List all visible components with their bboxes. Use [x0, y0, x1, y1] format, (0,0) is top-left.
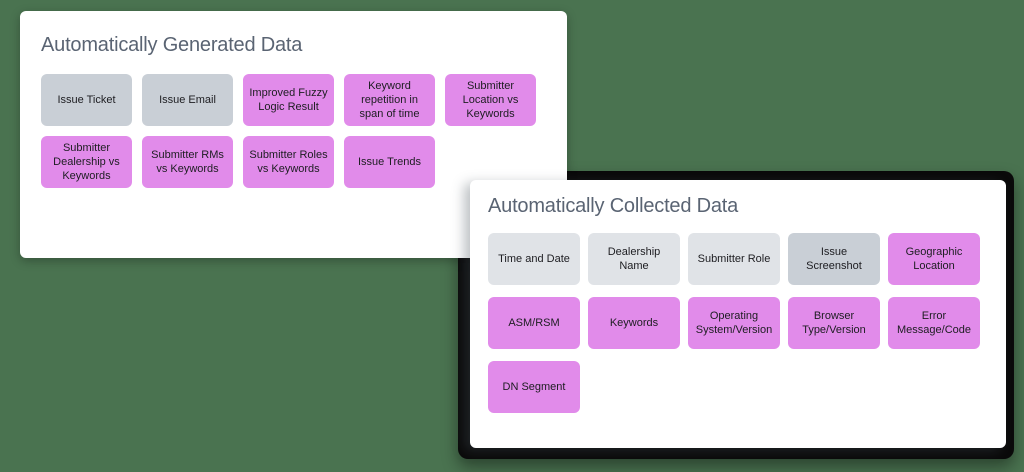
- data-chip: Browser Type/Version: [788, 297, 880, 349]
- data-chip: Keywords: [588, 297, 680, 349]
- data-chip: Error Message/Code: [888, 297, 980, 349]
- collected-data-card: Automatically Collected Data Time and Da…: [470, 180, 1006, 448]
- data-chip: Issue Trends: [344, 136, 435, 188]
- data-chip: Dealership Name: [588, 233, 680, 285]
- data-chip: Issue Ticket: [41, 74, 132, 126]
- data-chip: Submitter RMs vs Keywords: [142, 136, 233, 188]
- data-chip: Keyword repetition in span of time: [344, 74, 435, 126]
- data-chip: Submitter Roles vs Keywords: [243, 136, 334, 188]
- data-chip: Operating System/Version: [688, 297, 780, 349]
- data-chip: ASM/RSM: [488, 297, 580, 349]
- data-chip: DN Segment: [488, 361, 580, 413]
- data-chip: Geographic Location: [888, 233, 980, 285]
- data-chip: Submitter Location vs Keywords: [445, 74, 536, 126]
- collected-card-title: Automatically Collected Data: [488, 195, 739, 217]
- data-chip: Submitter Role: [688, 233, 780, 285]
- generated-card-title: Automatically Generated Data: [41, 34, 303, 56]
- data-chip: Issue Screenshot: [788, 233, 880, 285]
- data-chip: Time and Date: [488, 233, 580, 285]
- data-chip: Issue Email: [142, 74, 233, 126]
- data-chip: Improved Fuzzy Logic Result: [243, 74, 334, 126]
- generated-data-card: Automatically Generated Data Issue Ticke…: [20, 11, 567, 258]
- data-chip: Submitter Dealership vs Keywords: [41, 136, 132, 188]
